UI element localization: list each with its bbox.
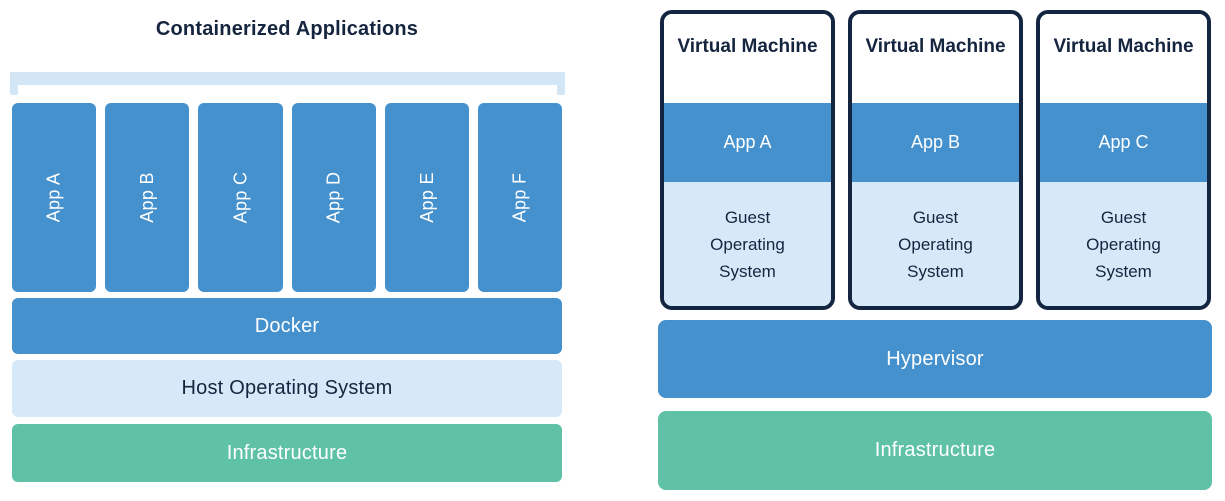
containerized-applications-title: Containerized Applications: [155, 18, 419, 40]
vm-guest-os-label: Guest Operating System: [710, 207, 785, 281]
app-column-b: App B: [105, 103, 190, 292]
app-column-f: App F: [477, 103, 563, 292]
bracket-right-leg: [557, 72, 565, 95]
host-os-layer: Host Operating System: [12, 360, 562, 417]
container-group-bracket: [10, 72, 565, 95]
docker-layer: Docker: [12, 298, 562, 354]
app-column-label: App E: [416, 172, 437, 223]
vm-title: Virtual Machine: [852, 14, 1019, 103]
vm-guest-os-band: Guest Operating System: [664, 182, 831, 306]
app-column-label: App D: [323, 171, 344, 224]
vm-title: Virtual Machine: [664, 14, 831, 103]
vm-guest-os-label: Guest Operating System: [1086, 207, 1161, 281]
vm-app-band: App A: [664, 103, 831, 182]
hypervisor-layer: Hypervisor: [658, 320, 1212, 398]
infrastructure-layer-left: Infrastructure: [12, 424, 562, 482]
bracket-bar: [10, 72, 565, 85]
app-column-d: App D: [291, 103, 376, 292]
app-columns: App A App B App C App D App E App F: [12, 103, 563, 292]
vm-app-band: App C: [1040, 103, 1207, 182]
vm-guest-os-band: Guest Operating System: [852, 182, 1019, 306]
infrastructure-layer-right: Infrastructure: [658, 411, 1212, 490]
vm-card-3: Virtual Machine App C Guest Operating Sy…: [1036, 10, 1211, 310]
app-column-c: App C: [198, 103, 283, 292]
bracket-left-leg: [10, 72, 18, 95]
app-column-e: App E: [384, 103, 469, 292]
vm-app-band: App B: [852, 103, 1019, 182]
app-column-a: App A: [12, 103, 97, 292]
vm-title: Virtual Machine: [1040, 14, 1207, 103]
vm-guest-os-band: Guest Operating System: [1040, 182, 1207, 306]
app-column-label: App B: [136, 172, 157, 223]
app-column-label: App C: [229, 171, 250, 224]
app-column-label: App A: [43, 172, 64, 223]
app-column-label: App F: [509, 172, 530, 223]
vm-guest-os-label: Guest Operating System: [898, 207, 973, 281]
vm-card-1: Virtual Machine App A Guest Operating Sy…: [660, 10, 835, 310]
vm-card-2: Virtual Machine App B Guest Operating Sy…: [848, 10, 1023, 310]
